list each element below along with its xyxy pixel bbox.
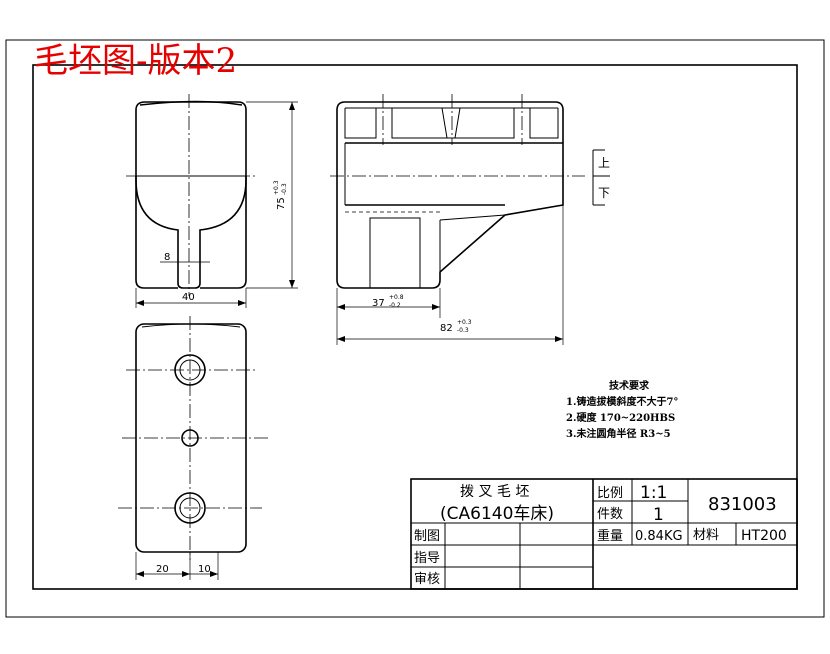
guided-by-label: 指导	[414, 551, 440, 566]
tech-req-item: 1.铸造拔模斜度不大于7°	[566, 395, 678, 408]
dim-8: 8	[164, 252, 170, 263]
material-label: 材料	[693, 528, 719, 543]
outer-sheet-border	[5, 39, 825, 618]
weight-value: 0.84KG	[635, 529, 683, 544]
drawing-title: 毛坯图-版本2	[34, 41, 237, 81]
dim-75-tol-upper: +0.3	[273, 180, 280, 195]
front-view: 8 75 +0.3 -0.3 40	[126, 94, 298, 308]
tech-req-item: 3.未注圆角半径 R3~5	[566, 427, 671, 440]
machine-name: (CA6140车床)	[440, 504, 554, 524]
dim-82-tol-upper: +0.3	[457, 319, 472, 326]
section-label-upper: 上	[598, 156, 610, 170]
dim-75-tol-lower: -0.3	[281, 183, 288, 195]
dim-37-tol-lower: -0.2	[389, 302, 401, 309]
tech-req-item: 2.硬度 170~220HBS	[566, 411, 675, 424]
drawn-by-label: 制图	[414, 529, 440, 544]
checked-by-label: 审核	[414, 572, 440, 587]
dim-20: 20	[156, 564, 169, 575]
side-view: 上 下 37 +0.8 -0.2 82 +0.3 -0.3	[330, 94, 610, 345]
quantity-label: 件数	[597, 507, 623, 522]
dim-37: 37	[372, 298, 385, 309]
dim-37-tol-upper: +0.8	[389, 294, 404, 301]
top-view: 20 10	[118, 316, 268, 580]
dim-82-tol-lower: -0.3	[457, 327, 469, 334]
technical-requirements: 技术要求 1.铸造拔模斜度不大于7° 2.硬度 170~220HBS 3.未注圆…	[566, 379, 678, 440]
tech-req-title: 技术要求	[609, 379, 650, 392]
dim-82: 82	[440, 323, 453, 334]
part-name: 拨 叉 毛 坯	[460, 484, 529, 500]
dim-75: 75	[276, 197, 287, 210]
scale-label: 比例	[597, 486, 623, 501]
drawing-number: 831003	[708, 494, 777, 515]
section-label-lower: 下	[598, 186, 610, 200]
scale-value: 1:1	[640, 483, 667, 503]
title-block: 拨 叉 毛 坯 (CA6140车床) 比例 1:1 件数 1 831003 重量…	[410, 478, 798, 590]
quantity-value: 1	[653, 505, 664, 525]
dim-40: 40	[182, 292, 195, 303]
material-value: HT200	[741, 528, 787, 544]
weight-label: 重量	[597, 528, 623, 544]
dim-10: 10	[198, 564, 211, 575]
